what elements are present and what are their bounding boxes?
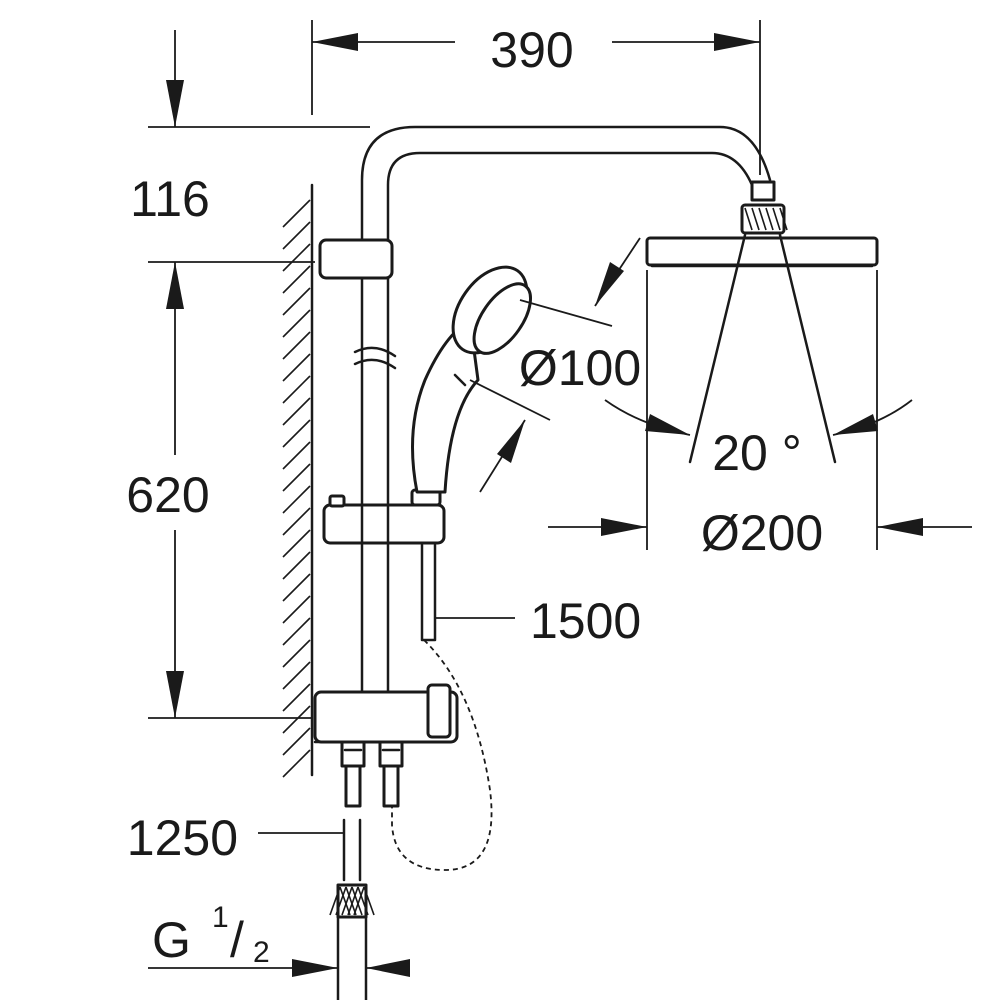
- thread-prefix-label: G: [152, 912, 191, 968]
- supply-hose: [329, 818, 375, 1000]
- mixer-body: [313, 683, 459, 744]
- hatch-line: [335, 886, 347, 916]
- hatch-line: [282, 573, 311, 602]
- hatch-line: [282, 375, 311, 404]
- hatch-line: [282, 749, 311, 778]
- dimension-supply-hose-label: 1250: [127, 810, 238, 866]
- hatch-line: [329, 886, 341, 916]
- hatch-line: [353, 886, 365, 916]
- hatch-line: [345, 886, 357, 916]
- upper-wall-bracket: [318, 238, 394, 280]
- dimension-hand-shower-diameter: [469, 237, 641, 493]
- hatch-line: [282, 529, 311, 558]
- dimension-thread: [148, 959, 410, 977]
- hose-lead: [420, 543, 437, 642]
- hatch-line: [282, 441, 311, 470]
- dimension-head-shower-diameter: [548, 270, 972, 550]
- hatch-line: [363, 886, 375, 916]
- hatch-line: [282, 265, 311, 294]
- hatch-line: [282, 661, 311, 690]
- hatch-line: [765, 207, 774, 231]
- hatch-line: [282, 397, 311, 426]
- dimension-116-label: 116: [130, 171, 210, 227]
- hatch-line: [357, 886, 369, 916]
- hatch-line: [351, 886, 363, 916]
- hatch-line: [779, 207, 788, 231]
- hatch-line: [772, 207, 781, 231]
- hand-shower-hose: [391, 639, 493, 871]
- hatch-line: [347, 886, 359, 916]
- hatch-line: [282, 705, 311, 734]
- dimension-head-shower-diameter-label: Ø200: [701, 505, 823, 561]
- hatch-line: [282, 617, 311, 646]
- thread-denominator-label: 2: [253, 936, 270, 969]
- head-shower: [645, 180, 879, 268]
- hatch-line: [282, 639, 311, 668]
- hatch-line: [341, 886, 353, 916]
- hatch-line: [282, 221, 311, 250]
- hatch-line: [744, 207, 753, 231]
- thread-numerator-label: 1: [212, 901, 229, 934]
- dimension-620: [148, 262, 312, 719]
- dimension-620-label: 620: [126, 467, 209, 523]
- hatch-line: [282, 199, 311, 228]
- hatch-line: [282, 727, 311, 756]
- wall-hatching: [282, 199, 311, 778]
- hatch-line: [282, 595, 311, 624]
- hatch-line: [282, 287, 311, 316]
- hatch-line: [282, 419, 311, 448]
- hatch-line: [751, 207, 760, 231]
- riser-pipe: [353, 125, 772, 707]
- supply-connectors: [340, 740, 404, 808]
- hatch-line: [282, 463, 311, 492]
- head-shower-connector-pattern: [744, 207, 788, 231]
- hatch-line: [282, 507, 311, 536]
- hatch-line: [282, 683, 311, 712]
- hatch-line: [282, 331, 311, 360]
- wall: [282, 183, 314, 778]
- dimension-390: [311, 20, 761, 175]
- hatch-line: [282, 485, 311, 514]
- hand-shower: [411, 265, 532, 494]
- dimension-hose-length-label: 1500: [530, 593, 641, 649]
- dimension-spray-angle-label: 20 °: [712, 425, 802, 481]
- thread-slash-label: /: [230, 912, 244, 968]
- supply-hose-nut-pattern: [329, 886, 375, 916]
- hatch-line: [339, 886, 351, 916]
- dimension-spray-angle: [604, 399, 913, 436]
- hatch-line: [758, 207, 767, 231]
- hatch-line: [282, 243, 311, 272]
- dimension-116: [148, 30, 370, 263]
- hand-shower-slider: [322, 488, 446, 545]
- spray-cone: [688, 233, 837, 464]
- dimension-390-label: 390: [490, 22, 573, 78]
- hatch-line: [282, 309, 311, 338]
- dimension-hand-shower-diameter-label: Ø100: [519, 340, 641, 396]
- hatch-line: [282, 551, 311, 580]
- hatch-line: [282, 353, 311, 382]
